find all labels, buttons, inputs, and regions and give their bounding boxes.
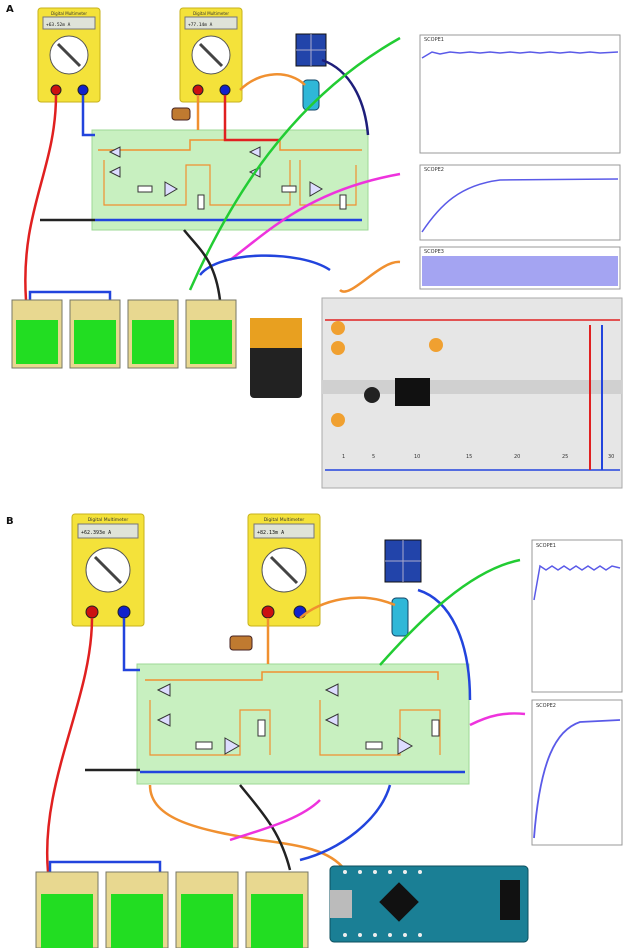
probe-red-a2[interactable] (193, 85, 203, 95)
scope-a1: SCOPE1 (420, 35, 620, 153)
bb-col-20: 20 (514, 454, 520, 460)
multimeter-a2-title: Digital Multimeter (193, 11, 229, 16)
probe-red-b1[interactable] (86, 606, 98, 618)
scope-a2-title: SCOPE2 (424, 167, 444, 173)
battery-9v-icon (250, 318, 302, 398)
multimeter-b2-reading: +82.13m A (257, 530, 284, 536)
resistor-icon-b (230, 636, 252, 650)
scope-a2: SCOPE2 (420, 165, 620, 240)
scope-a3-title: SCOPE3 (424, 249, 444, 255)
battery-bank-a (12, 300, 236, 368)
panel-label-b: B (6, 516, 14, 527)
bb-col-25: 25 (562, 454, 568, 460)
panel-b: B Digital Multimeter +62.393e A Digital … (6, 514, 622, 948)
multimeter-a1-title: Digital Multimeter (51, 11, 87, 16)
panel-label-a: A (6, 4, 14, 15)
scope-b2-title: SCOPE2 (536, 703, 556, 709)
resistor-icon-a (172, 108, 190, 120)
solar-panel-a (296, 34, 326, 66)
multimeter-a2: Digital Multimeter +77.14m A (180, 8, 242, 102)
scope-b1-title: SCOPE1 (536, 543, 556, 549)
bb-col-1: 1 (342, 454, 345, 460)
arduino-board-icon (330, 866, 528, 942)
multimeter-b2: Digital Multimeter +82.13m A (248, 514, 320, 626)
battery-bank-b (36, 872, 308, 948)
bb-col-5: 5 (372, 454, 375, 460)
multimeter-a2-reading: +77.14m A (188, 22, 213, 28)
multimeter-b2-title: Digital Multimeter (264, 517, 305, 523)
scope-b2: SCOPE2 (532, 700, 622, 845)
breadboard-a: 1 5 10 15 20 25 30 (322, 298, 622, 488)
scope-a3: SCOPE3 (420, 247, 620, 289)
bb-col-10: 10 (414, 454, 420, 460)
probe-blue-a1[interactable] (78, 85, 88, 95)
multimeter-a1-reading: +63.52m A (46, 22, 71, 28)
probe-blue-a2[interactable] (220, 85, 230, 95)
panel-a: A Digital Multimeter +63.52m A Digital M… (6, 4, 622, 488)
scope-b1: SCOPE1 (532, 540, 622, 692)
scope-a1-title: SCOPE1 (424, 37, 444, 43)
multimeter-b1: Digital Multimeter +62.393e A (72, 514, 144, 626)
probe-red-b2[interactable] (262, 606, 274, 618)
circuit-board-a (92, 130, 368, 230)
solar-panel-b (385, 540, 421, 582)
bb-col-30: 30 (608, 454, 614, 460)
multimeter-b1-reading: +62.393e A (81, 530, 111, 536)
multimeter-b1-title: Digital Multimeter (88, 517, 129, 523)
multimeter-a1: Digital Multimeter +63.52m A (38, 8, 100, 102)
probe-red-a1[interactable] (51, 85, 61, 95)
probe-blue-b1[interactable] (118, 606, 130, 618)
bb-col-15: 15 (466, 454, 472, 460)
probe-blue-b2[interactable] (294, 606, 306, 618)
circuit-board-b (137, 664, 469, 784)
